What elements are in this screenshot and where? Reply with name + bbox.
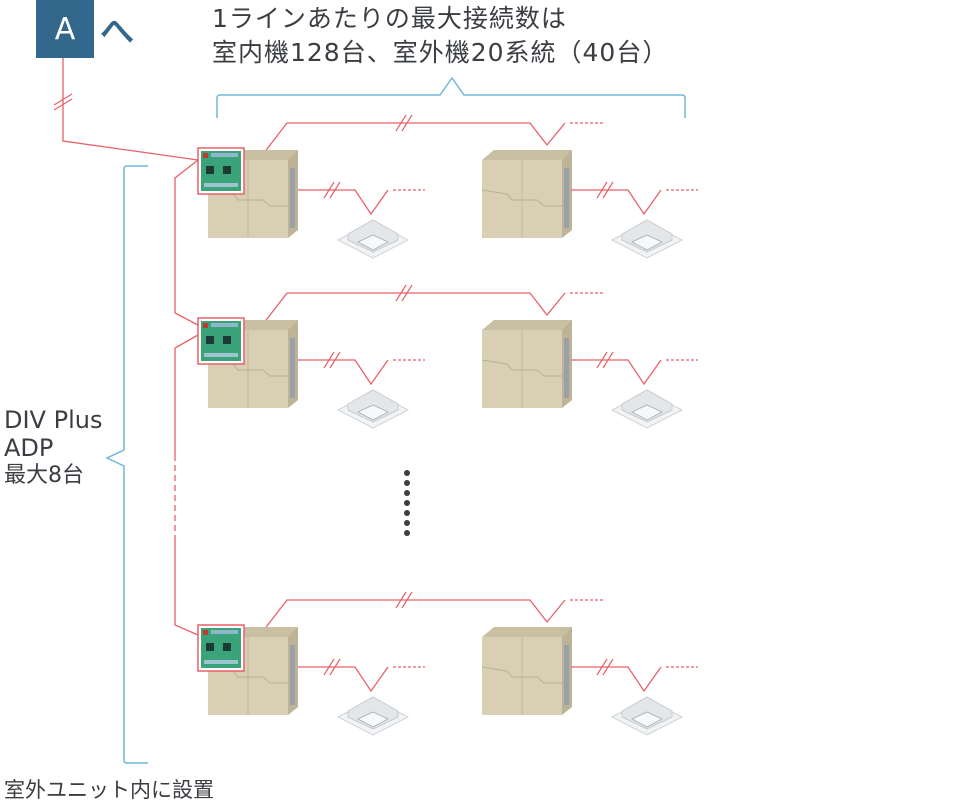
system-row-n: [197, 591, 698, 736]
top-bracket: [216, 76, 686, 118]
adp-board-chip: [206, 643, 214, 651]
adp-board-led: [203, 153, 208, 158]
indoor-wire-right: [571, 359, 662, 386]
indoor-wire-right: [571, 666, 662, 693]
unit-grille: [290, 338, 295, 398]
adp-board: [197, 147, 245, 195]
max-connection-title: 1ラインあたりの最大接続数は室内機128台、室外機20系統（40台）: [212, 2, 668, 70]
unit-grille: [290, 168, 295, 228]
cassette-indoor-unit: [610, 696, 684, 736]
break-mark: [596, 658, 614, 676]
adp-chain-wire-lower: [174, 540, 199, 636]
break-mark: [323, 658, 341, 676]
marker-letter: A: [54, 11, 76, 47]
connection-marker-a: A: [36, 0, 94, 58]
ellipsis-dot: [404, 480, 410, 486]
unit-top: [482, 320, 572, 330]
inter-system-wire: [259, 599, 566, 636]
adp-board-terminal: [211, 630, 238, 634]
unit-panel-line: [481, 666, 562, 684]
adp-board-led: [203, 630, 208, 635]
adp-count-label: DIV Plus ADP 最大8台: [4, 406, 102, 490]
adp-board-terminal: [204, 660, 238, 664]
adp-board-led: [203, 323, 208, 328]
indoor-wire-left: [298, 666, 389, 693]
unit-top: [482, 150, 572, 160]
marker-direction-label: へ: [100, 12, 134, 52]
break-mark: [395, 114, 413, 132]
outdoor-unit: [481, 150, 572, 238]
break-mark: [395, 591, 413, 609]
system-row-1: [197, 114, 698, 259]
ellipsis-dot: [404, 490, 410, 496]
cassette-indoor-unit: [610, 219, 684, 259]
indoor-wire-right: [571, 189, 662, 216]
cassette-grille: [631, 711, 663, 728]
adp-board-terminal: [204, 183, 238, 187]
adp-board: [197, 317, 245, 365]
unit-top: [482, 627, 572, 637]
side-label-line-3: 最大8台: [4, 463, 84, 488]
a-connection-wire: [62, 58, 199, 161]
break-mark: [53, 93, 73, 111]
cassette-indoor-unit: [336, 219, 410, 259]
cassette-grille: [357, 711, 389, 728]
side-label-line-2: ADP: [4, 434, 54, 462]
unit-panel-line: [481, 359, 562, 377]
break-mark: [323, 181, 341, 199]
adp-board-chip: [206, 166, 214, 174]
cassette-grille: [631, 234, 663, 251]
adp-board-chip: [206, 336, 214, 344]
adp-board: [197, 624, 245, 672]
unit-grille: [564, 645, 569, 705]
installation-note: 室外ユニット内に設置: [4, 778, 214, 802]
cassette-grille: [631, 404, 663, 421]
unit-grille: [564, 338, 569, 398]
ellipsis-dot: [404, 500, 410, 506]
cassette-indoor-unit: [336, 389, 410, 429]
side-label-line-1: DIV Plus: [4, 406, 103, 434]
ellipsis-dot: [404, 510, 410, 516]
inter-system-wire: [259, 292, 566, 329]
more-systems-ellipsis: [404, 470, 412, 540]
adp-board-terminal: [211, 153, 238, 157]
break-mark: [596, 351, 614, 369]
ellipsis-dot: [404, 520, 410, 526]
break-mark: [395, 284, 413, 302]
adp-board-terminal: [204, 353, 238, 357]
cassette-indoor-unit: [336, 696, 410, 736]
indoor-wire-left: [298, 189, 389, 216]
unit-grille: [290, 645, 295, 705]
indoor-wire-left: [298, 359, 389, 386]
system-row-2: [197, 284, 698, 429]
adp-board-chip: [223, 336, 231, 344]
cassette-indoor-unit: [610, 389, 684, 429]
unit-grille: [564, 168, 569, 228]
title-line-2: 室内機128台、室外機20系統（40台）: [212, 38, 669, 67]
title-line-1: 1ラインあたりの最大接続数は: [212, 4, 567, 33]
ellipsis-dot: [404, 530, 410, 536]
ellipsis-dot: [404, 470, 410, 476]
adp-board-chip: [223, 643, 231, 651]
cassette-grille: [357, 234, 389, 251]
inter-system-wire: [259, 122, 566, 159]
adp-board-chip: [223, 166, 231, 174]
cassette-grille: [357, 404, 389, 421]
adp-board-terminal: [211, 323, 238, 327]
left-bracket: [105, 165, 148, 764]
adp-chain-wire: [174, 159, 199, 455]
outdoor-unit: [481, 627, 572, 715]
break-mark: [596, 181, 614, 199]
outdoor-unit: [481, 320, 572, 408]
unit-panel-line: [481, 189, 562, 207]
break-mark: [323, 351, 341, 369]
